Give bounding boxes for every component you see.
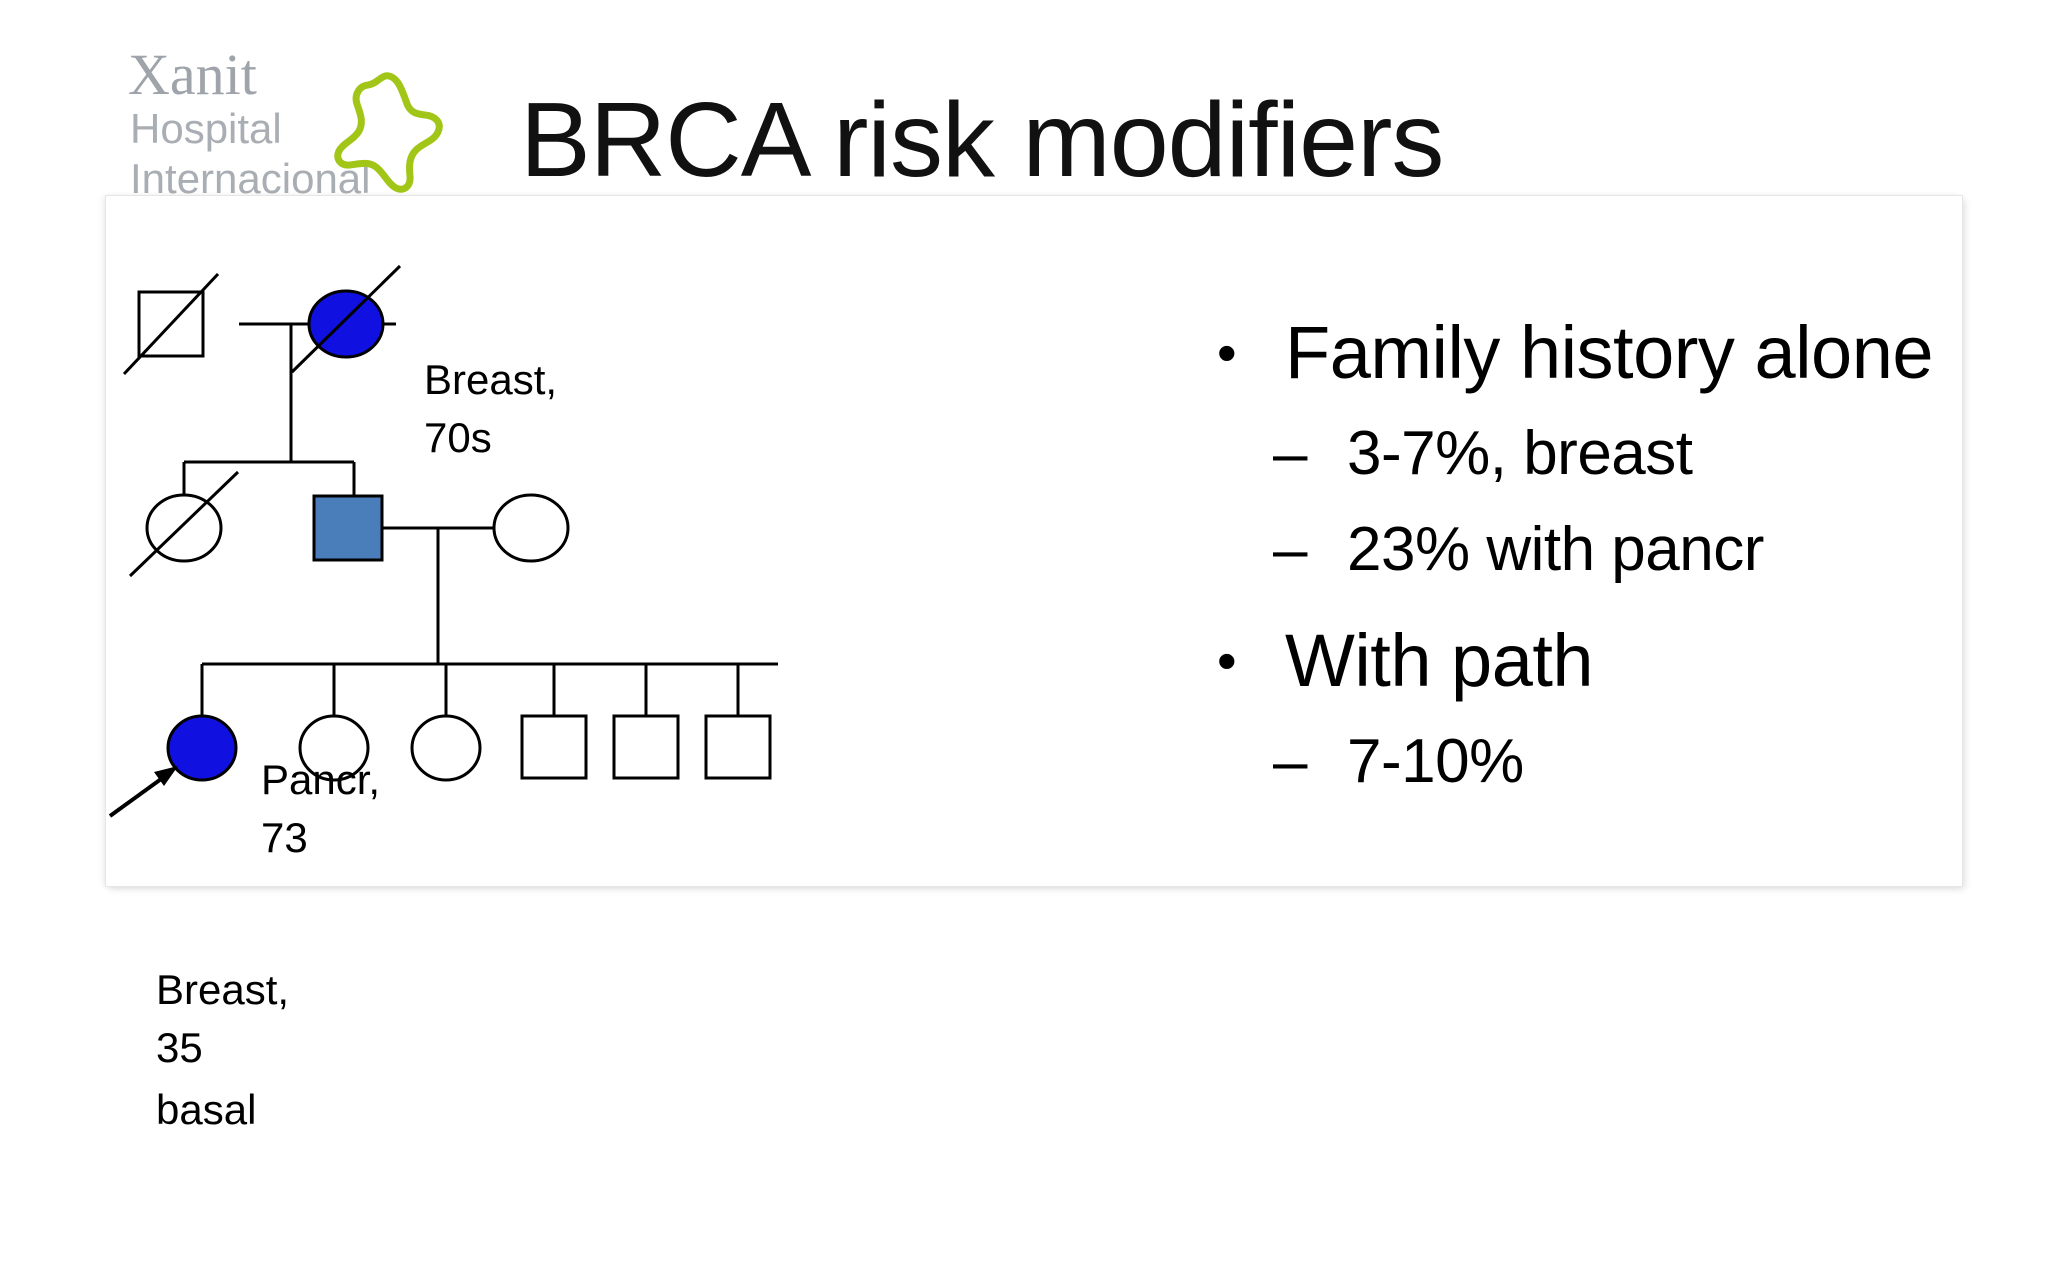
symbol-g1-female: [307, 289, 385, 359]
deceased-slash-g1-female: [290, 264, 402, 374]
proband-arrow-icon: [108, 766, 178, 818]
label-g2-male: Pancr, 73: [261, 756, 381, 861]
label-g3-proband: Breast, 35: [156, 966, 290, 1071]
bullet-spacer: [1195, 598, 1955, 608]
bullet-list: • Family history alone – 3-7%, breast – …: [1195, 300, 1955, 810]
bullet-text-1-1: 3-7%, breast: [1347, 419, 1693, 488]
label-g1-female: Breast, 70s: [424, 356, 558, 461]
slide-title: BRCA risk modifiers: [520, 81, 1444, 199]
pedigree-svg: [108, 264, 778, 818]
bullet-text-2: With path: [1285, 619, 1594, 702]
deceased-slash-g2-female: [128, 470, 240, 578]
symbol-g3-sib-4: [520, 714, 588, 780]
pedigree-chart: Breast, 70s Pancr, 73 Breast, 35 basal: [106, 196, 1166, 1256]
symbol-g3-sib-6: [704, 714, 772, 780]
bullet-item-2-1: – 7-10%: [1195, 714, 1955, 810]
logo-name-primary: Xanit: [128, 42, 257, 107]
bullet-text-2-1: 7-10%: [1347, 727, 1524, 796]
symbol-g2-female: [145, 493, 223, 563]
bullet-item-1-2: – 23% with pancr: [1195, 502, 1955, 598]
hospital-logo: Xanit Hospital Internacional: [128, 42, 443, 206]
logo-name-secondary: Hospital: [130, 105, 282, 152]
bullet-text-1: Family history alone: [1285, 311, 1934, 394]
symbol-g3-sib-3: [410, 714, 482, 782]
bullet-dot-icon: •: [1217, 321, 1237, 384]
symbol-g3-sib-2: [298, 714, 370, 782]
star-outline-icon: [334, 72, 443, 193]
bullet-item-1-1: – 3-7%, breast: [1195, 406, 1955, 502]
bullet-dash-icon: –: [1273, 727, 1307, 796]
bullet-dash-icon: –: [1273, 419, 1307, 488]
label-g3-proband-subtype: basal: [156, 1086, 257, 1133]
symbol-g2-spouse: [492, 493, 570, 563]
symbol-g2-male: [312, 494, 384, 562]
bullet-text-1-2: 23% with pancr: [1347, 515, 1764, 584]
symbol-g3-sib-5: [612, 714, 680, 780]
bullet-item-2: • With path: [1195, 608, 1955, 714]
deceased-slash-g1-male: [122, 272, 220, 376]
logo-name-tertiary: Internacional: [130, 155, 371, 202]
bullet-item-1: • Family history alone: [1195, 300, 1955, 406]
content-panel: [106, 196, 1962, 886]
symbol-g3-proband: [166, 714, 238, 782]
bullet-dash-icon: –: [1273, 515, 1307, 584]
bullet-dot-icon: •: [1217, 629, 1237, 692]
